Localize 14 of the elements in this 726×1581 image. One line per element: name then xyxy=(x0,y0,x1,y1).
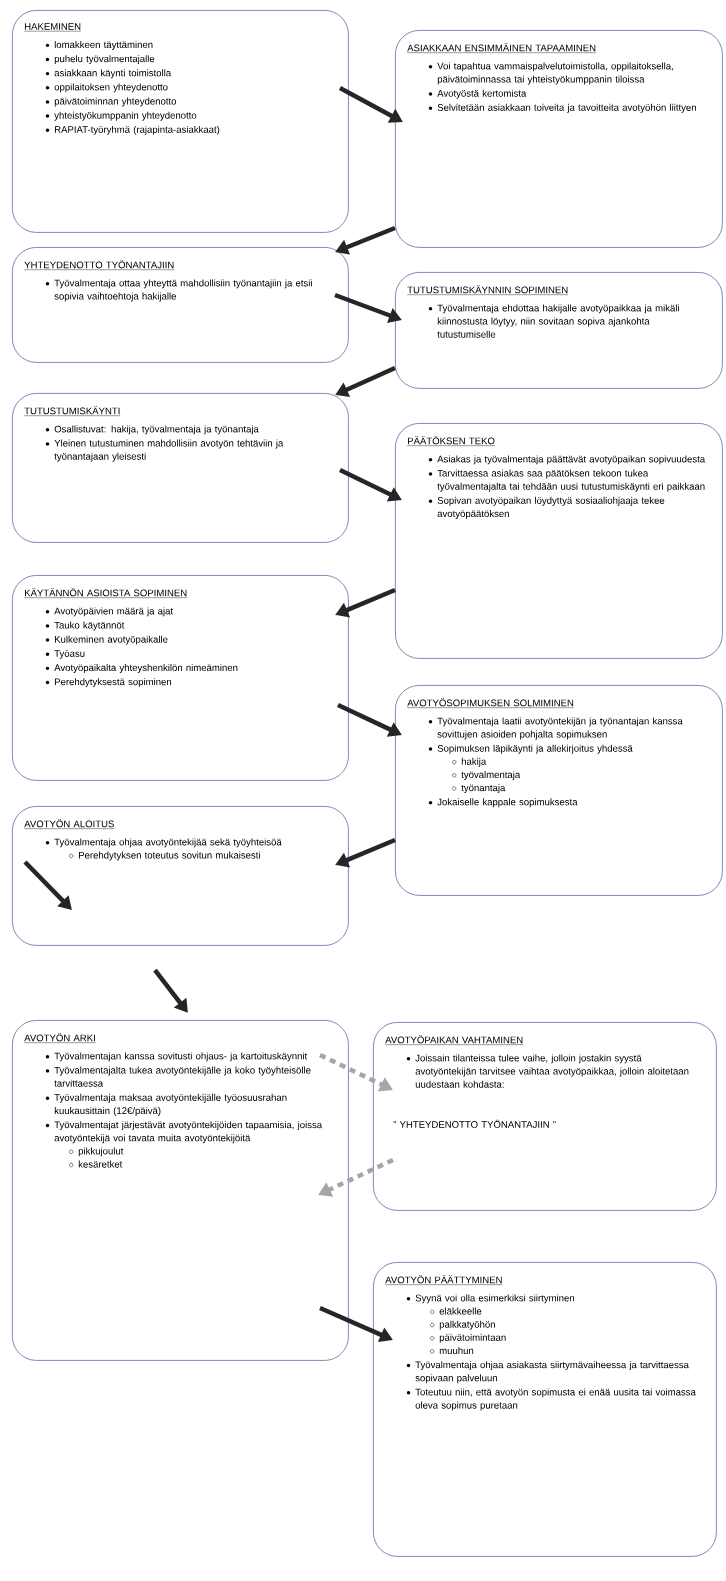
process-box: TUTUSTUMISKÄYNNIN SOPIMINEN Työvalmentaja ehdottaa hakijalle avotyöpaikkaa ja mikäli kiinnostusta löytyy, niin sovitaan sopiva ajankohta tutustumiselle xyxy=(395,272,723,389)
process-box: HAKEMINEN lomakkeen täyttäminen puhelu työvalmentajalle asiakkaan käynti toimistolla oppilaitoksen yhteydenotto päivätoiminnan yhteydenotto yhteistyökumppanin yhteydenotto RAPIAT-työryhmä (rajapinta-asiakkaat) xyxy=(12,10,349,233)
process-box: ASIAKKAAN ENSIMMÄINEN TAPAAMINEN Voi tapahtua vammaispalvelutoimistolla, oppilaitoksella, päivätoiminnassa tai yhteistyökumppanin tiloissa Avotyöstä kertomista Selvitetään asiakkaan toiveita ja tavoitteita avotyöhön liittyen xyxy=(395,30,723,248)
process-box: YHTEYDENOTTO TYÖNANTAJIIN Työvalmentaja ottaa yhteyttä mahdollisiin työnantajiin ja etsii sopivia vaihtoehtoja hakijalle xyxy=(12,247,349,363)
process-box: AVOTYÖSOPIMUKSEN SOLMIMINEN Työvalmentaja laatii avotyöntekijän ja työnantajan kanssa sovittujen asioiden pohjalta sopimuksen Sopimuksen läpikäynti ja allekirjoitus yhdessä hakija työvalmentaja työnantaja Jokaiselle kappale sopimuksesta xyxy=(395,685,723,896)
arrow xyxy=(23,860,72,910)
process-box: AVOTYÖN ALOITUS Työvalmentaja ohjaa avotyöntekijää sekä työyhteisöä Perehdytyksen toteutus sovitun mukaisesti xyxy=(12,806,349,946)
arrow xyxy=(153,968,188,1013)
process-box: AVOTYÖN PÄÄTTYMINEN Syynä voi olla esimerkiksi siirtyminen eläkkeelle palkkatyöhön päivätoimintaan muuhun Työvalmentaja ohjaa asiakasta siirtymävaiheessa ja tarvittaessa sopivaan palveluun Toteutuu niin, että avotyön sopimusta ei enää uusita tai voimassa oleva sopimus puretaan xyxy=(373,1262,717,1557)
process-box: TUTUSTUMISKÄYNTI Osallistuvat: hakija, työvalmentaja ja työnantaja Yleinen tutustuminen mahdollisiin avotyön tehtäviin ja työnantajaan yleisesti xyxy=(12,393,349,543)
process-box: AVOTYÖPAIKAN VAHTAMINEN Joissain tilanteissa tulee vaihe, jolloin jostakin syystä avotyöntekijän tarvitsee vaihtaa avotyöpaikkaa, jolloin aloitetaan uudestaan kohdasta: ” YHTEYDENOTTO TYÖNANTAJIIN ” xyxy=(373,1022,717,1211)
process-box: AVOTYÖN ARKI Työvalmentajan kanssa sovitusti ohjaus- ja kartoituskäynnit Työvalmentajalta tukea avotyöntekijälle ja koko työyhteisölle tarvittaessa Työvalmentaja maksaa avotyöntekijälle työosuusrahan kuukausittain (12€/päivä) Työvalmentajat järjestävät avotyöntekijöiden tapaamisia, joissa avotyöntekijä voi tavata muita avotyöntekijöitä pikkujoulut kesäretket xyxy=(12,1020,349,1361)
process-box: PÄÄTÖKSEN TEKO Asiakas ja työvalmentaja päättävät avotyöpaikan sopivuudesta Tarvittaessa asiakas saa päätöksen tekoon tukea työvalmentajalta tai tehdään uusi tutustumiskäynti eri paikkaan Sopivan avotyöpaikan löydyttyä sosiaaliohjaaja tekee avotyöpäätöksen xyxy=(395,423,723,659)
process-box: KÄYTÄNNÖN ASIOISTA SOPIMINEN Avotyöpäivien määrä ja ajat Tauko käytännöt Kulkeminen avotyöpaikalle Työasu Avotyöpaikalta yhteyshenkilön nimeäminen Perehdytyksestä sopiminen xyxy=(12,575,349,781)
